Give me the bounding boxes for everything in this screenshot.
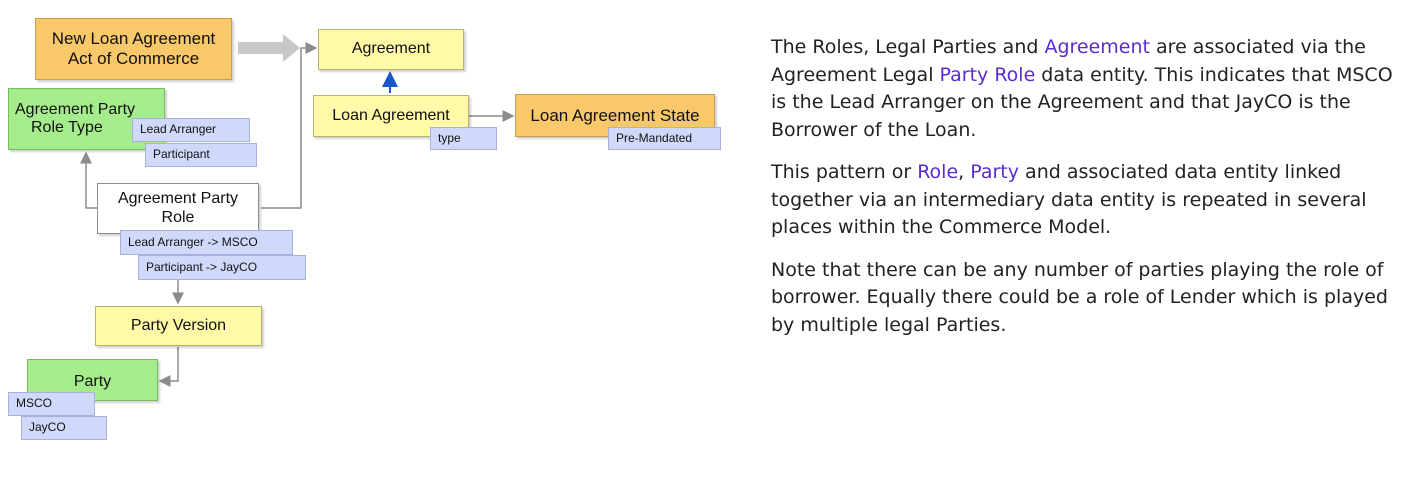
paragraph-1: The Roles, Legal Parties and Agreement a…: [771, 34, 1410, 144]
new-loan-agreement-line-2: Act of Commerce: [67, 49, 200, 68]
paragraph-3: Note that there can be any number of par…: [771, 258, 1388, 336]
jayco-tag-label: JayCO: [29, 420, 66, 435]
participant-tag-label: Participant: [153, 147, 210, 162]
agreement-label: Agreement: [351, 40, 431, 58]
loan-agreement-diagram: New Loan Agreement Act of Commerce Agree…: [8, 18, 721, 440]
diagram-connectors: [80, 34, 515, 387]
partyversion-to-party-connector: [158, 347, 179, 387]
party-role-link[interactable]: Party Role: [939, 63, 1036, 86]
lead-arranger-tag: Lead Arranger: [132, 118, 250, 142]
party-link[interactable]: Party: [970, 161, 1020, 183]
msco-tag: MSCO: [8, 392, 95, 416]
new-loan-agreement-box: New Loan Agreement Act of Commerce: [35, 18, 232, 80]
agreement-party-role-type-line-1: Agreement Party: [15, 100, 136, 118]
lead-arranger-tag-label: Lead Arranger: [140, 122, 217, 137]
p2-text-b: ,: [958, 161, 971, 183]
pre-mandated-tag-label: Pre-Mandated: [616, 130, 693, 145]
type-tag: type: [430, 127, 497, 150]
type-tag-label: type: [438, 130, 461, 145]
p1-text-b: are associated via the Agreement Legal: [771, 36, 1366, 86]
role-link[interactable]: Role: [917, 161, 959, 183]
party-version-box: Party Version: [95, 306, 262, 346]
jayco-tag: JayCO: [21, 416, 107, 440]
lead-arranger-msco-tag: Lead Arranger -> MSCO: [120, 230, 293, 255]
role-to-roletype-connector: [80, 151, 97, 209]
loan-agreement-state-label: Loan Agreement State: [530, 105, 700, 125]
agreement-party-role-line-2: Role: [161, 208, 195, 226]
loan-agreement-label: Loan Agreement: [332, 106, 450, 124]
paragraph-2: This pattern or Role, Party and associat…: [771, 159, 1410, 242]
agreement-party-role-line-1: Agreement Party: [117, 190, 239, 208]
p2-text-a: This pattern or: [771, 161, 918, 183]
agreement-party-role-box: Agreement Party Role: [97, 183, 259, 234]
lead-arranger-msco-tag-label: Lead Arranger -> MSCO: [128, 234, 258, 249]
party-label: Party: [73, 372, 112, 390]
p2-text-c: and associated data entity linked togeth…: [771, 161, 1367, 238]
party-version-label: Party Version: [130, 316, 227, 334]
participant-jayco-tag: Participant -> JayCO: [138, 255, 306, 280]
participant-tag: Participant: [145, 143, 257, 167]
description-text: The Roles, Legal Parties and Agreement a…: [771, 34, 1410, 354]
p1-text-c: data entity. This indicates that MSCO is…: [771, 63, 1393, 141]
participant-jayco-tag-label: Participant -> JayCO: [146, 259, 258, 274]
p1-text-a: The Roles, Legal Parties and: [771, 36, 1045, 58]
new-loan-agreement-line-1: New Loan Agreement: [51, 29, 216, 49]
role-to-agreement-connector: [261, 42, 318, 209]
agreement-box: Agreement: [318, 29, 464, 70]
agreement-party-role-type-line-2: Role Type: [31, 119, 103, 136]
pre-mandated-tag: Pre-Mandated: [608, 127, 721, 150]
instance-arrow: [238, 34, 300, 62]
msco-tag-label: MSCO: [16, 396, 52, 411]
agreement-link[interactable]: Agreement: [1044, 36, 1150, 58]
